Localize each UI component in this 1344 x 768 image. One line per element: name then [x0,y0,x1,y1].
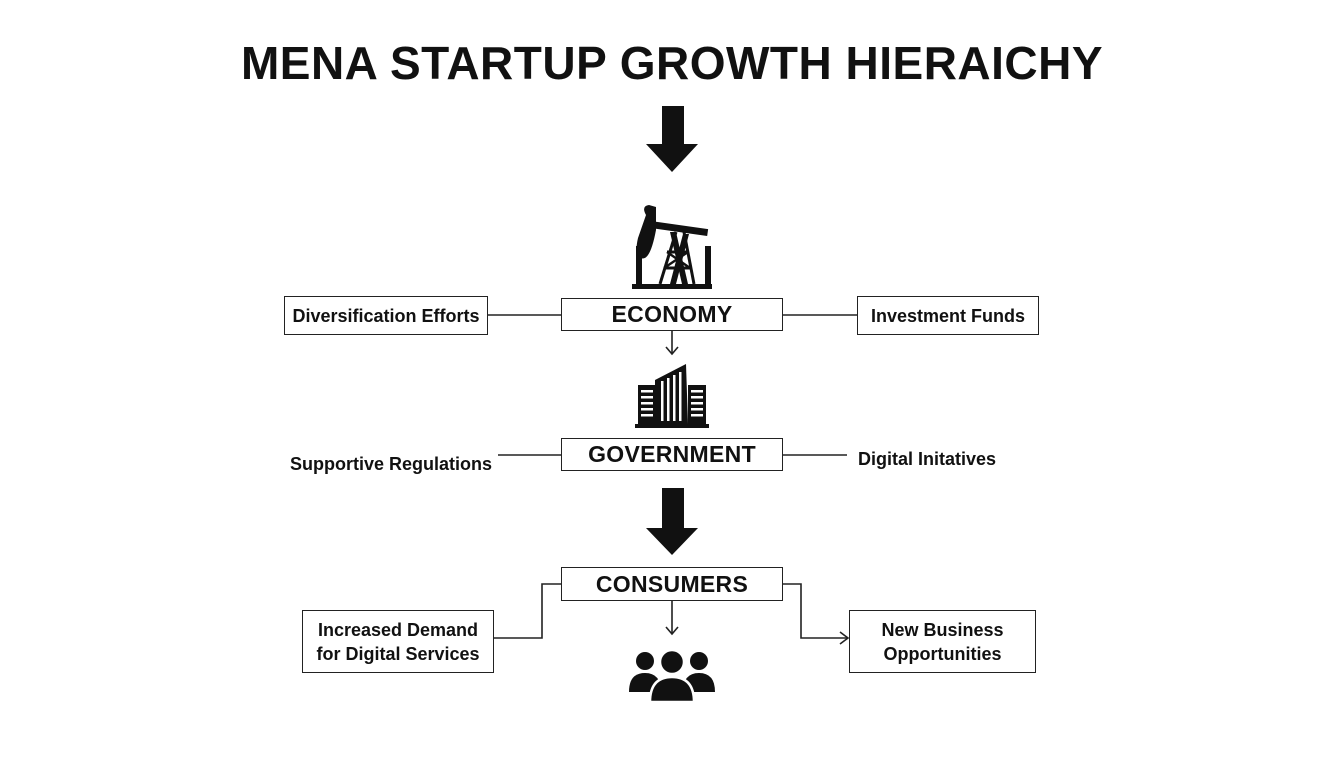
big-down-arrow-middle [646,488,698,555]
diversification-efforts-box: Diversification Efforts [284,296,488,335]
page-title: MENA STARTUP GROWTH HIERAICHY [240,37,1104,89]
government-box: GOVERNMENT [561,438,783,471]
new-business-opportunities-box: New Business Opportunities [849,610,1036,673]
connector-consumers-left [494,583,561,639]
small-down-arrow-consumers [665,601,679,636]
supportive-regulations-label: Supportive Regulations [290,454,493,474]
building-icon [635,364,709,428]
people-icon [629,648,715,704]
consumers-box: CONSUMERS [561,567,783,601]
small-down-arrow-economy [665,331,679,356]
new-business-line2: Opportunities [883,643,1002,664]
economy-box: ECONOMY [561,298,783,331]
increased-demand-line2: for Digital Services [316,643,480,664]
big-down-arrow-top [646,106,698,172]
new-business-line1: New Business [881,619,1004,640]
increased-demand-line1: Increased Demand [317,619,479,640]
oil-pump-icon [632,205,712,289]
connector-consumers-right [783,583,850,645]
digital-initiatives-label: Digital Initatives [858,449,997,469]
investment-funds-box: Investment Funds [857,296,1039,335]
increased-demand-box: Increased Demand for Digital Services [302,610,494,673]
